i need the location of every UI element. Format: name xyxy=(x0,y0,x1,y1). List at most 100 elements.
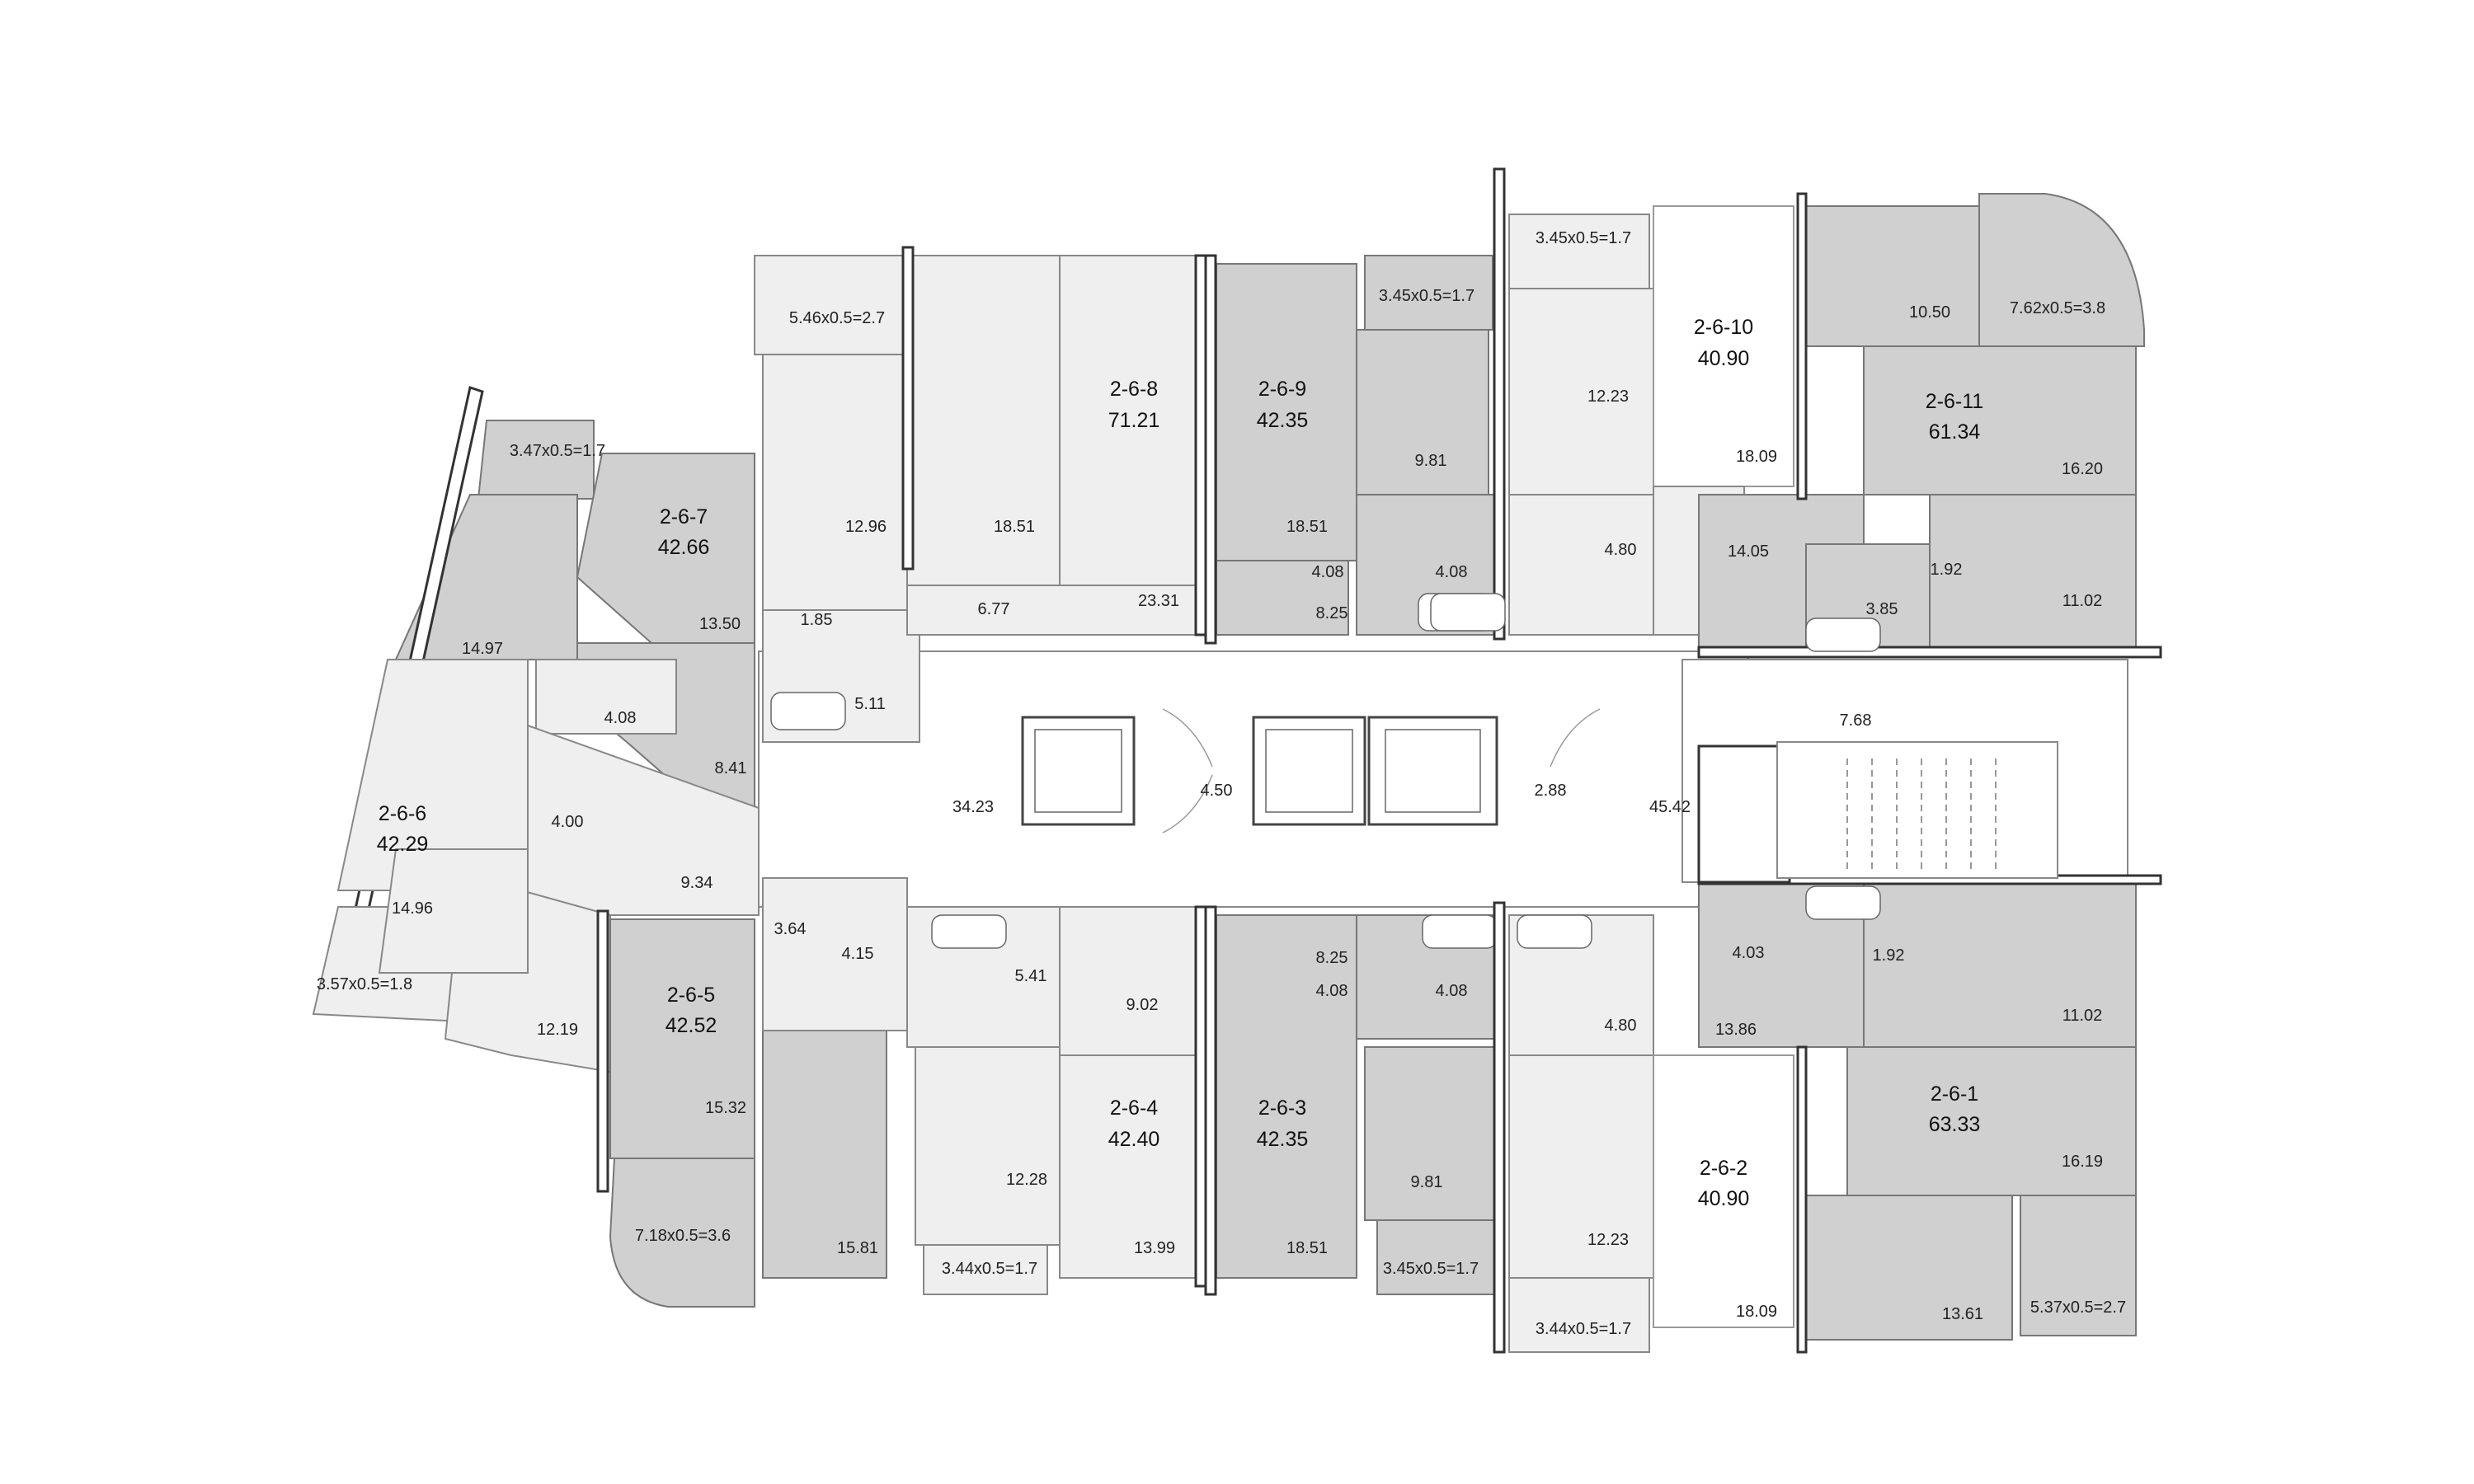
room xyxy=(1863,881,2137,1048)
room xyxy=(535,659,677,735)
balcony-formula: 5.46x0.5=2.7 xyxy=(789,309,885,327)
bathtub-icon xyxy=(1805,885,1881,920)
room-area: 5.41 xyxy=(1015,967,1047,985)
wall xyxy=(901,246,915,571)
room-area: 16.20 xyxy=(2062,460,2103,478)
room-area: 13.86 xyxy=(1715,1021,1757,1039)
apartment-total: 63.33 xyxy=(1929,1113,1981,1136)
bathtub-icon xyxy=(931,914,1007,949)
room xyxy=(762,1030,887,1279)
wall xyxy=(1204,905,1217,1296)
room-area: 4.03 xyxy=(1733,944,1765,962)
room xyxy=(1216,263,1357,561)
wall xyxy=(1493,167,1506,641)
room-area: 4.08 xyxy=(1316,982,1348,1000)
apartment-code: 2-6-7 xyxy=(660,505,708,528)
room-area: 4.00 xyxy=(552,813,584,831)
room xyxy=(1216,914,1357,1279)
apartment-2-6-6[interactable] xyxy=(312,659,760,1073)
balcony-formula: 7.62x0.5=3.8 xyxy=(2010,299,2105,317)
balcony-2-6-1 xyxy=(2020,1195,2137,1336)
apartment-code: 2-6-1 xyxy=(1931,1082,1978,1106)
apartment-2-6-3[interactable] xyxy=(1204,905,1498,1296)
door-swing-icon xyxy=(1162,708,1213,768)
room-area: 15.81 xyxy=(837,1239,878,1257)
wall xyxy=(1796,1045,1808,1354)
room-area: 18.09 xyxy=(1736,1303,1777,1321)
apartment-2-6-9[interactable] xyxy=(1204,254,1498,645)
door-swing-icon xyxy=(1162,774,1213,834)
room-area: 4.08 xyxy=(1312,563,1344,581)
room xyxy=(1805,1195,2013,1341)
room xyxy=(1059,1054,1205,1279)
apartment-2-6-8[interactable] xyxy=(754,246,1207,743)
room xyxy=(1059,255,1205,636)
common-area: 45.42 xyxy=(1649,798,1691,816)
apartment-2-6-1[interactable] xyxy=(1697,874,2162,1354)
room-area: 12.23 xyxy=(1587,387,1629,406)
apartment-total: 40.90 xyxy=(1698,1187,1750,1210)
room-area: 16.19 xyxy=(2062,1153,2103,1171)
balcony-2-6-9 xyxy=(1364,255,1493,331)
balcony-2-6-2 xyxy=(1508,1277,1650,1353)
balcony-2-6-5 xyxy=(609,1158,755,1308)
room xyxy=(1846,1046,2137,1196)
balcony-formula: 7.18x0.5=3.6 xyxy=(635,1227,731,1245)
apartment-2-6-11[interactable] xyxy=(1697,192,2162,659)
room-area: 4.08 xyxy=(1436,982,1468,1000)
common-area: 4.50 xyxy=(1201,782,1233,800)
room-area: 9.81 xyxy=(1411,1173,1443,1191)
bathtub-icon xyxy=(1805,618,1881,652)
room xyxy=(1653,205,1794,487)
balcony-2-6-10 xyxy=(1508,214,1650,289)
room-area: 14.97 xyxy=(462,640,503,658)
room-area: 14.05 xyxy=(1728,542,1769,561)
apartment-2-6-5[interactable] xyxy=(596,877,908,1308)
apartment-code: 2-6-10 xyxy=(1694,316,1753,339)
room-area: 11.02 xyxy=(2062,592,2103,610)
room-area: 4.08 xyxy=(604,709,637,727)
room-area: 11.02 xyxy=(2062,1007,2103,1025)
apartment-code: 2-6-4 xyxy=(1110,1097,1158,1120)
wall xyxy=(596,909,609,1193)
balcony-2-6-3 xyxy=(1376,1219,1498,1295)
balcony-2-6-4 xyxy=(923,1244,1048,1295)
balcony-formula: 3.44x0.5=1.7 xyxy=(1536,1320,1631,1338)
stairwell-wall xyxy=(1697,744,1791,884)
room xyxy=(1508,494,1654,636)
room xyxy=(1356,329,1489,495)
balcony-2-6-11 xyxy=(1978,193,2145,347)
balcony-formula: 3.45x0.5=1.7 xyxy=(1379,287,1475,305)
apartment-code: 2-6-6 xyxy=(379,802,426,825)
room-area: 8.25 xyxy=(1316,604,1348,622)
apartment-2-6-2[interactable] xyxy=(1493,901,1794,1354)
room-area: 9.81 xyxy=(1415,452,1447,470)
room-area: 18.51 xyxy=(1286,1239,1328,1257)
wall xyxy=(1493,901,1506,1354)
apartment-total: 71.21 xyxy=(1108,409,1160,432)
wall xyxy=(1796,192,1808,500)
bathtub-icon xyxy=(1517,914,1592,949)
room-area: 8.25 xyxy=(1316,949,1348,967)
room-area: 18.51 xyxy=(1286,518,1328,536)
room-area: 4.80 xyxy=(1605,541,1637,559)
apartment-code: 2-6-2 xyxy=(1700,1157,1747,1180)
room xyxy=(1508,288,1654,495)
apartment-code: 2-6-8 xyxy=(1110,378,1158,401)
room xyxy=(1929,494,2137,652)
room xyxy=(1059,906,1205,1056)
apartment-2-6-4[interactable] xyxy=(906,905,1207,1295)
room-area: 3.64 xyxy=(774,920,807,938)
room-area: 14.96 xyxy=(392,899,433,918)
elevator-cabin-icon xyxy=(1034,729,1122,813)
bathtub-icon xyxy=(1430,593,1506,632)
room-area: 4.08 xyxy=(1436,563,1468,581)
stair-steps-icon xyxy=(1846,758,1997,874)
room-area: 23.31 xyxy=(1138,592,1179,610)
room-area: 1.92 xyxy=(1873,946,1905,965)
room-area: 6.77 xyxy=(978,600,1010,618)
room-area: 12.23 xyxy=(1587,1231,1629,1249)
room xyxy=(609,918,755,1159)
elevator-cabin-icon xyxy=(1385,729,1481,813)
